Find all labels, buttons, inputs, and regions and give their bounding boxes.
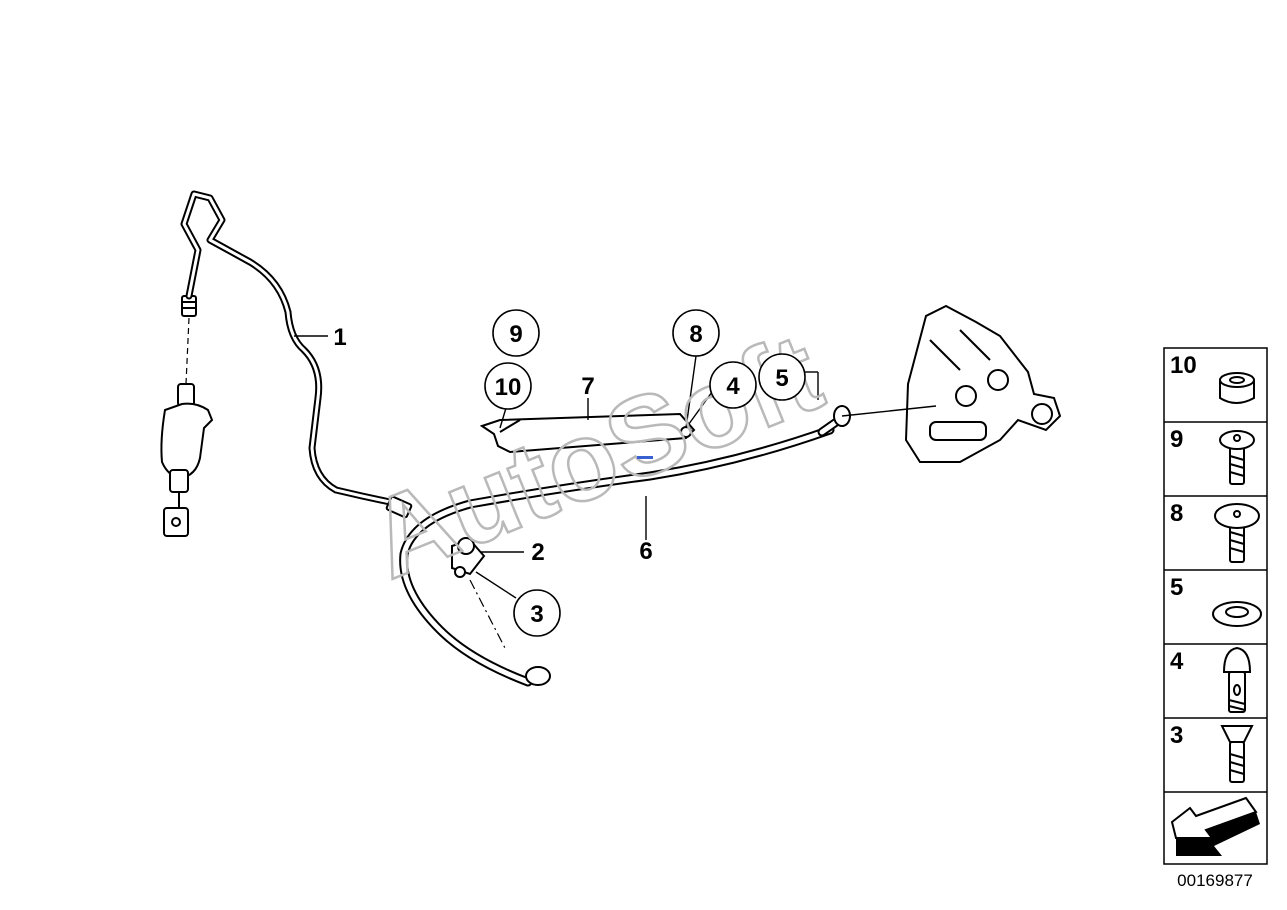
callout-6-label: 6 bbox=[639, 538, 652, 565]
sleeve-icon bbox=[1219, 372, 1255, 404]
panel-row-8: 8 bbox=[1170, 500, 1260, 563]
panel-row-10: 10 bbox=[1170, 352, 1255, 404]
callout-8-circle bbox=[672, 309, 720, 357]
holder-7 bbox=[479, 412, 696, 454]
panel-row-3-label: 3 bbox=[1170, 722, 1183, 749]
callout-3-circle bbox=[513, 589, 561, 637]
callout-9: 9 bbox=[492, 309, 540, 357]
callout-5-label: 5 bbox=[775, 365, 788, 392]
brake-caliper bbox=[904, 304, 1062, 463]
brake-line-1 bbox=[180, 190, 413, 519]
parts-panel: 10 9 8 bbox=[1163, 347, 1268, 865]
panel-row-9-label: 9 bbox=[1170, 426, 1183, 453]
panel-row-5: 5 bbox=[1170, 574, 1262, 627]
master-cylinder bbox=[160, 295, 214, 537]
panel-row-5-label: 5 bbox=[1170, 574, 1183, 601]
callout-9-circle bbox=[492, 309, 540, 357]
hollow-bolt-icon bbox=[1222, 646, 1252, 713]
callout-10-label: 10 bbox=[495, 374, 522, 401]
callout-7-label: 7 bbox=[581, 373, 594, 400]
callout-4-circle bbox=[709, 361, 757, 409]
callout-9-label: 9 bbox=[509, 321, 522, 348]
bracket-2 bbox=[451, 537, 507, 651]
callout-4: 4 bbox=[709, 361, 757, 409]
callout-2-label: 2 bbox=[531, 539, 544, 566]
callout-10: 10 bbox=[484, 362, 532, 410]
leader-lines bbox=[294, 335, 937, 599]
center-marker bbox=[637, 456, 653, 459]
watermark: AutoSoft bbox=[352, 309, 837, 602]
panel-row-4-label: 4 bbox=[1170, 648, 1184, 675]
callout-2: 2 bbox=[531, 539, 544, 566]
flange-screw-icon bbox=[1214, 503, 1260, 563]
panel-row-8-label: 8 bbox=[1170, 500, 1183, 527]
panel-row-4: 4 bbox=[1170, 646, 1252, 713]
callout-8-label: 8 bbox=[689, 321, 702, 348]
panel-row-10-label: 10 bbox=[1170, 352, 1197, 379]
callout-4-label: 4 bbox=[726, 373, 740, 400]
panel-row-3: 3 bbox=[1170, 722, 1254, 783]
direction-arrow-icon bbox=[1170, 796, 1260, 856]
callout-7: 7 bbox=[581, 373, 594, 400]
countersunk-screw-icon bbox=[1220, 725, 1254, 783]
callout-10-circle bbox=[484, 362, 532, 410]
washer-icon bbox=[1212, 601, 1262, 627]
panel-row-9: 9 bbox=[1170, 426, 1255, 485]
callout-8: 8 bbox=[672, 309, 720, 357]
callout-3-label: 3 bbox=[530, 601, 543, 628]
callout-5: 5 bbox=[758, 353, 806, 401]
callout-5-circle bbox=[758, 353, 806, 401]
diagram-code: 00169877 bbox=[1177, 871, 1253, 890]
callout-6: 6 bbox=[639, 538, 652, 565]
callout-1-label: 1 bbox=[333, 324, 346, 351]
callout-3: 3 bbox=[513, 589, 561, 637]
callout-1: 1 bbox=[333, 324, 346, 351]
screw-icon bbox=[1219, 430, 1255, 485]
